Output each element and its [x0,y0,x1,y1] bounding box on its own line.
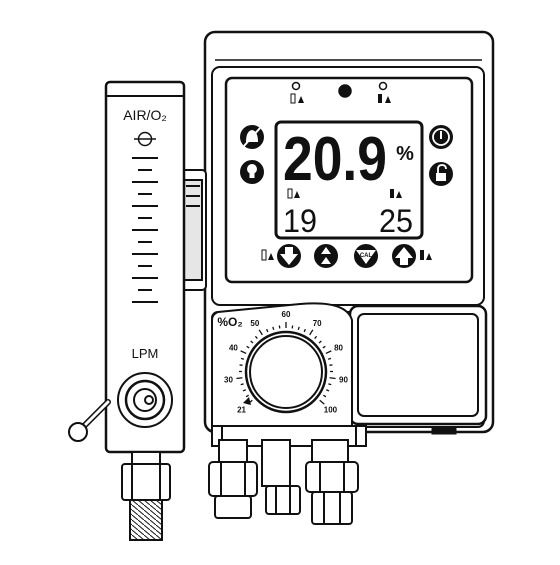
dial-scale-label: 90 [339,376,348,385]
dial-tick [328,358,331,359]
dial-scale-label: 50 [250,319,259,328]
flowmeter-outlet-fitting [122,452,170,540]
side-access-panel [350,306,486,434]
dial-scale-label: 70 [313,319,322,328]
dial-scale-label: 100 [324,405,338,414]
dial-tick [241,358,244,359]
flow-control-knob[interactable] [118,373,172,427]
o2-percent-unit: % [396,143,414,165]
lock-button[interactable] [429,162,453,186]
flowmeter-gas-label: AIR/O₂ [123,107,167,123]
dial-scale-label: 40 [229,343,238,352]
dial-tick [298,327,299,330]
high-alarm-setpoint: 25 [379,203,413,239]
lcd-display: 20.9 % 19 25 [276,122,422,239]
dial-tick [328,384,331,385]
dial-tick [241,384,244,385]
flowmeter-lever[interactable] [69,402,108,441]
flowmeter-unit-label: LPM [132,346,159,361]
dial-tick [330,378,336,379]
oxygen-inlet-fitting [306,440,358,524]
dial-title: %O₂ [217,315,242,329]
dial-scale-label: 21 [237,405,246,414]
o2-reading: 20.9 [283,125,387,194]
low-alarm-led [293,83,300,90]
alarm-silence-button[interactable] [240,125,264,149]
flowmeter: AIR/O₂ LPM [69,82,184,452]
outlet-fitting-center [262,440,300,514]
cal-button-label: CAL [360,253,373,259]
calibrate-button[interactable]: CAL [354,244,378,268]
low-alarm-setpoint: 19 [283,203,317,239]
dial-scale-label: 60 [282,310,291,319]
brand-logo-icon [339,85,351,97]
dial-scale-label: 80 [334,343,343,352]
dial-scale-label: 30 [224,376,233,385]
backlight-button[interactable] [240,160,264,184]
dial-tick [236,378,242,379]
air-inlet-fitting [209,440,257,518]
alarm-select-button[interactable] [314,244,338,268]
oxygen-blender-knob[interactable] [250,336,322,408]
dial-tick [273,327,274,330]
high-alarm-led [380,83,387,90]
blender-dial-panel: %O₂ 21 30 40 50 60 70 80 90 100 [212,303,352,426]
power-button[interactable] [429,125,453,149]
